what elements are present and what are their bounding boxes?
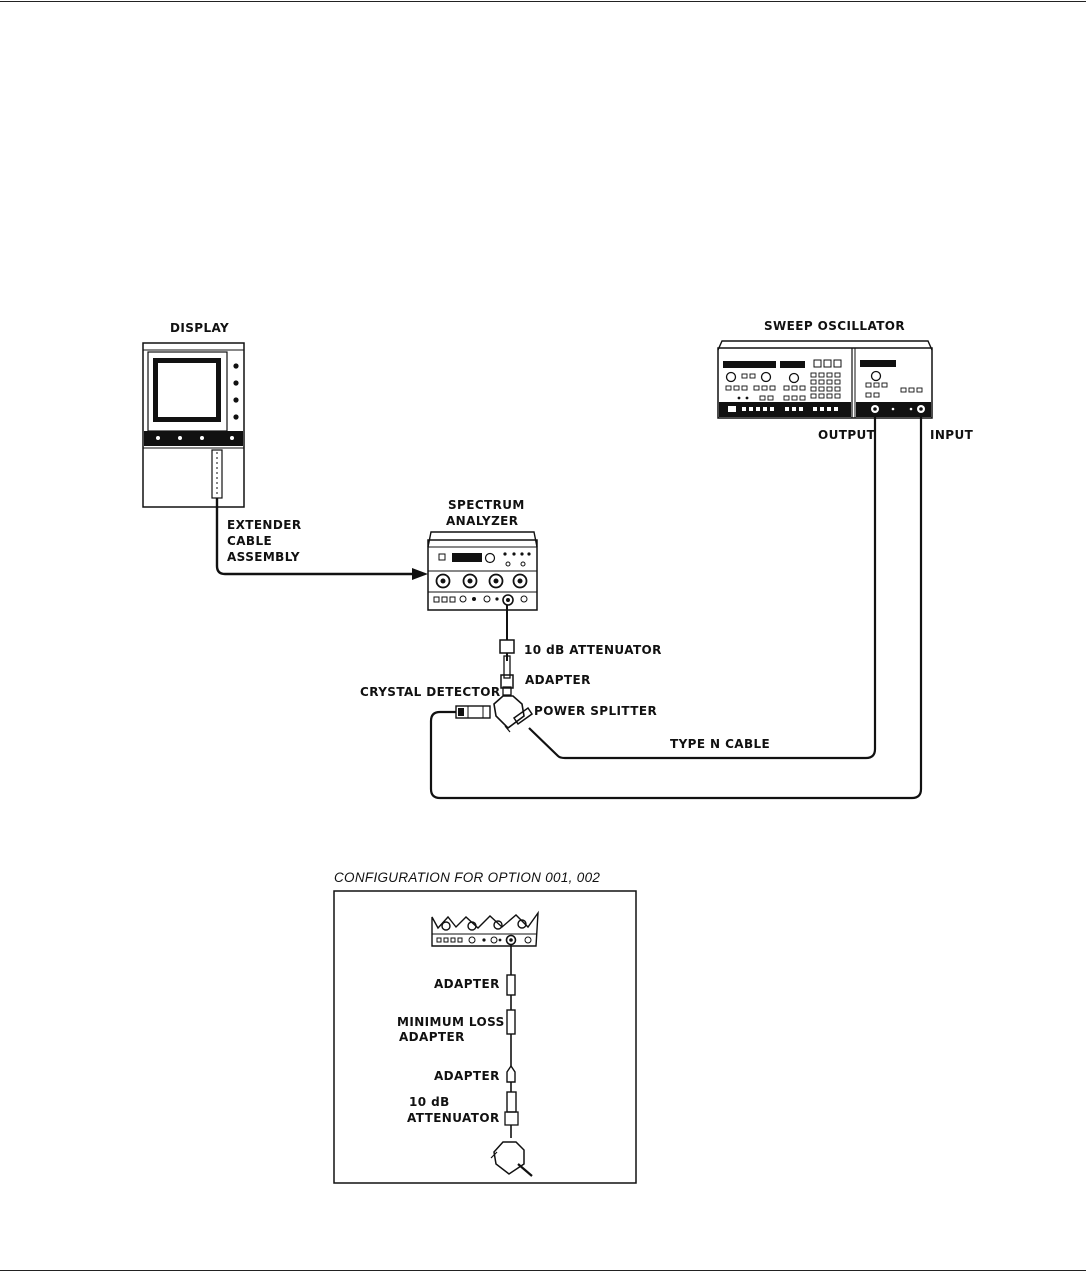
output-label: OUTPUT — [818, 428, 876, 442]
inset-adapter-bottom-label: ADAPTER — [434, 1069, 500, 1083]
spectrum-big-knobs — [435, 573, 528, 589]
display-label: DISPLAY — [170, 321, 229, 335]
attenuator-10db — [499, 639, 515, 654]
inset-connector-chain — [490, 945, 533, 1177]
detector-cable — [429, 410, 923, 800]
spectrum-analyzer-unit — [427, 531, 538, 611]
top-rule — [0, 1, 1086, 2]
crystal-detector — [455, 705, 491, 719]
inset-attenuator-label-line1: 10 dB — [409, 1095, 450, 1109]
spectrum-analyzer-label-line1: SPECTRUM — [448, 498, 525, 512]
inset-min-loss-label-line1: MINIMUM LOSS — [397, 1015, 505, 1029]
extender-cable-arrowhead — [412, 568, 428, 580]
extender-label-line1: EXTENDER — [227, 518, 301, 532]
adapter-label: ADAPTER — [525, 673, 591, 687]
extender-label-line2: CABLE — [227, 534, 272, 548]
sweep-knobs — [725, 370, 882, 384]
inset-attenuator-label-line2: ATTENUATOR — [407, 1111, 500, 1125]
type-n-cable — [528, 410, 877, 760]
option-inset-frame — [333, 890, 637, 1184]
sweep-oscillator-label: SWEEP OSCILLATOR — [764, 319, 905, 333]
inset-min-loss-adapter — [506, 1009, 516, 1035]
inset-min-loss-label-line2: ADAPTER — [399, 1030, 465, 1044]
adapter-main — [500, 674, 514, 689]
power-splitter — [493, 695, 534, 733]
display-control-strip — [144, 431, 243, 446]
spectrum-bottom-controls — [433, 594, 528, 606]
bottom-rule — [0, 1270, 1086, 1271]
input-label: INPUT — [930, 428, 974, 442]
inset-analyzer-panel — [431, 910, 539, 947]
extender-cable — [215, 498, 414, 576]
spectrum-readout — [452, 553, 482, 562]
display-knobs — [233, 363, 239, 420]
sweep-keypad — [725, 372, 923, 401]
option-inset-caption: CONFIGURATION FOR OPTION 001, 002 — [334, 870, 600, 885]
attenuator-label: 10 dB ATTENUATOR — [524, 643, 662, 657]
crystal-detector-label: CRYSTAL DETECTOR — [360, 685, 500, 699]
inset-adapter-top-label: ADAPTER — [434, 977, 500, 991]
extender-label-line3: ASSEMBLY — [227, 550, 300, 564]
inset-attenuator — [506, 1091, 517, 1113]
type-n-cable-label: TYPE N CABLE — [670, 737, 770, 751]
sweep-oscillator-unit — [717, 340, 933, 419]
display-unit: DISPLAY — [142, 321, 245, 508]
inset-adapter-top — [506, 974, 516, 996]
spectrum-analyzer-label-line2: ANALYZER — [446, 514, 518, 528]
power-splitter-label: POWER SPLITTER — [534, 704, 657, 718]
inset-power-splitter — [493, 1141, 525, 1175]
inset-adapter-bottom — [506, 1064, 516, 1083]
